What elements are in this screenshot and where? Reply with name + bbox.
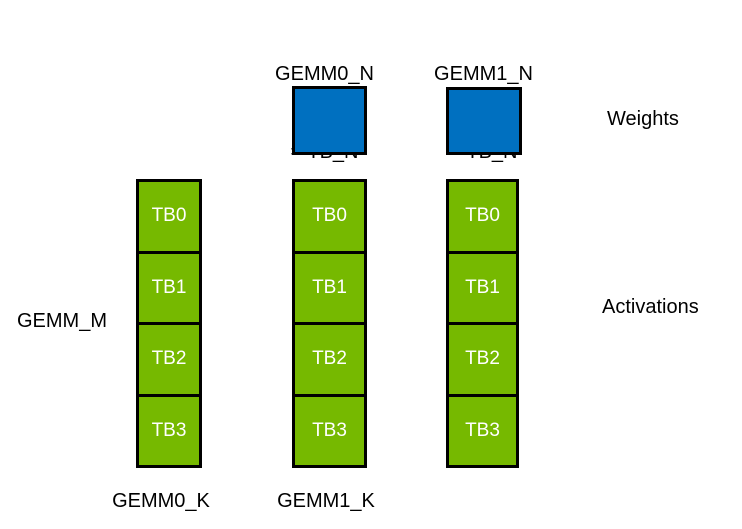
tb-block: TB1 [139,253,199,322]
gemm-m-label: GEMM_M [17,310,107,332]
tb-block: TB1 [295,253,364,322]
tb-block: TB0 [449,182,516,251]
weights-label: Weights [607,108,679,130]
tb-block: TB3 [449,396,516,465]
tb-block: TB3 [295,396,364,465]
activation-column-0: TB0 TB1 TB2 TB3 [136,179,202,468]
activation-column-2: TB0 TB1 TB2 TB3 [446,179,519,468]
tb-block: TB0 [139,182,199,251]
tb-block: TB2 [449,325,516,394]
tb-block: TB2 [295,325,364,394]
weights-square-0 [292,86,367,155]
gemm1-n-label-line1: GEMM1_N [434,63,533,85]
weights-square-1 [446,87,522,155]
activation-column-1: TB0 TB1 TB2 TB3 [292,179,367,468]
tb-block: TB1 [449,253,516,322]
gemm0-n-label-line1: GEMM0_N [275,63,374,85]
tb-block: TB0 [295,182,364,251]
gemm0-k-label: GEMM0_K [112,490,210,512]
activations-label: Activations [602,296,699,318]
tb-block: TB3 [139,396,199,465]
tb-block: TB2 [139,325,199,394]
gemm1-k-label: GEMM1_K [277,490,375,512]
